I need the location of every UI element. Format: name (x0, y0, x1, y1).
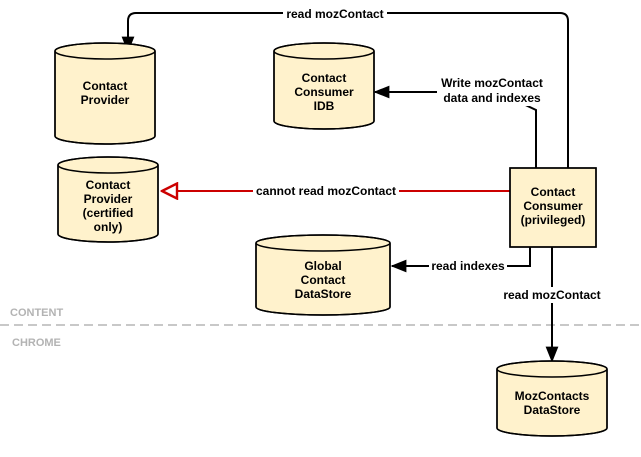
cylinder-outline (273, 42, 375, 130)
node-contact-consumer-idb: Contact Consumer IDB (273, 42, 375, 130)
edge-label-read-indexes: read indexes (431, 259, 505, 273)
node-label-line: DataStore (295, 287, 352, 301)
node-contact-provider-certified: Contact Provider (certified only) (57, 156, 159, 243)
node-mozcontacts-datastore: MozContacts DataStore (496, 360, 608, 437)
node-label-line: IDB (314, 99, 335, 113)
node-label-line: MozContacts (515, 389, 590, 403)
node-label-line: Consumer (523, 199, 583, 213)
node-label-line: Contact (302, 71, 347, 85)
edge-label-bg (437, 74, 547, 106)
node-contact-provider: Contact Provider (54, 42, 156, 145)
node-contact-consumer-privileged: Contact Consumer (privileged) (509, 167, 597, 248)
edge-label-bg (283, 6, 387, 21)
node-label-line: Provider (84, 192, 133, 206)
node-label-line: (certified (83, 206, 134, 220)
node-label-line: Contact (301, 273, 346, 287)
node-label-line: Consumer (294, 85, 354, 99)
cylinder-outline (57, 156, 159, 243)
edge-label-write-line-1: Write mozContact (441, 76, 543, 90)
process-box-outline (509, 167, 597, 248)
edge-label-bg (253, 183, 399, 199)
node-global-contact-datastore: Global Contact DataStore (255, 234, 391, 316)
node-label-line: Contact (531, 185, 576, 199)
node-label-line: Contact (83, 79, 128, 93)
node-label-line: (privileged) (521, 213, 586, 227)
edge-label-cannot-read: cannot read mozContact (256, 184, 396, 198)
node-label-line: Global (304, 259, 341, 273)
edge-label-bg (501, 287, 603, 303)
edge-label-write-line-2: data and indexes (443, 91, 541, 105)
cylinder-outline (255, 234, 391, 316)
node-label-line: Provider (81, 93, 130, 107)
node-label-line: DataStore (524, 403, 581, 417)
zone-label-chrome: CHROME (12, 337, 61, 349)
zone-label-content: CONTENT (10, 307, 63, 319)
edge-label-bg (429, 258, 507, 274)
node-label-line: Contact (86, 178, 131, 192)
cylinder-outline (496, 360, 608, 437)
cylinder-outline (54, 42, 156, 145)
edge-label-read-mozcontact-top: read mozContact (286, 7, 383, 21)
edge-label-read-mozcontact-down: read mozContact (503, 288, 600, 302)
node-label-line: only) (94, 220, 123, 234)
